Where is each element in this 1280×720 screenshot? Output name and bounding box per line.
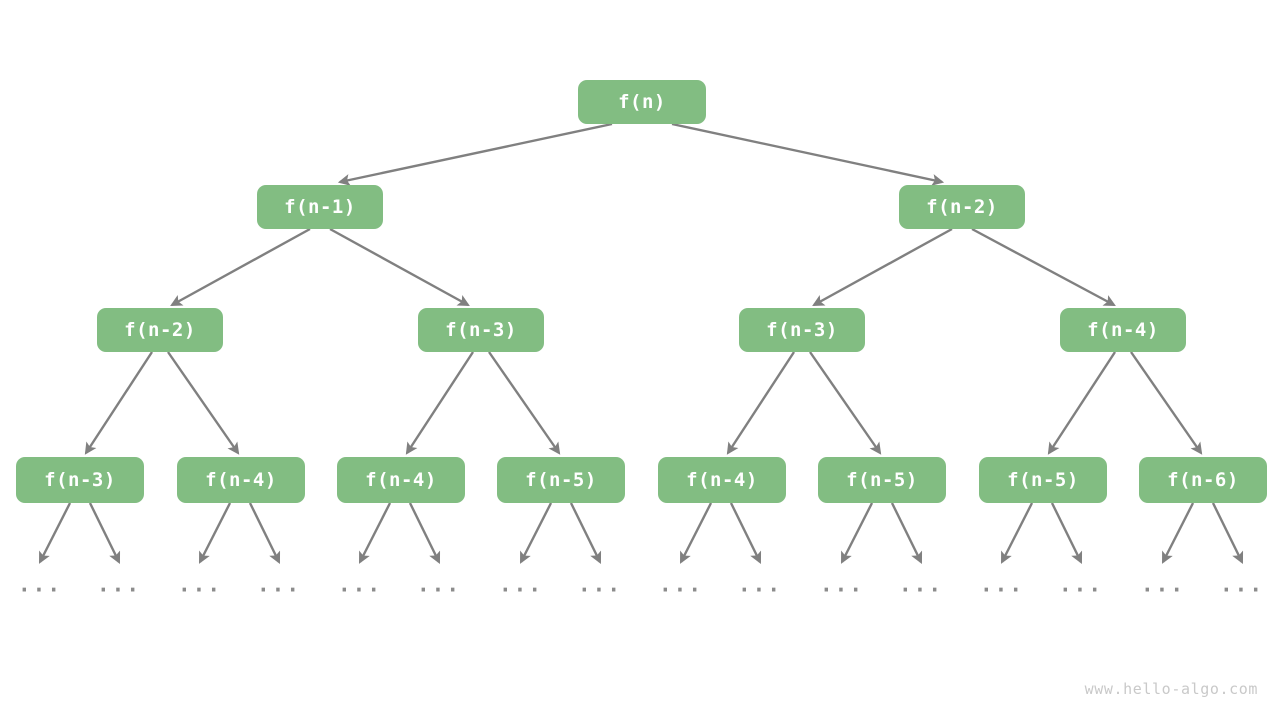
ellipsis-marker: ... xyxy=(178,572,222,597)
ellipsis-marker: ... xyxy=(578,572,622,597)
tree-node-label: f(n-5) xyxy=(846,469,918,491)
tree-edge xyxy=(329,227,470,307)
tree-edge xyxy=(170,227,311,307)
tree-node: f(n-2) xyxy=(899,185,1025,229)
tree-node: f(n-4) xyxy=(337,457,465,503)
tree-node: f(n-5) xyxy=(979,457,1107,503)
tree-edge xyxy=(167,351,240,455)
tree-edge xyxy=(671,122,945,186)
ellipsis-marker: ... xyxy=(257,572,301,597)
ellipsis-marker: ... xyxy=(499,572,543,597)
tree-edge xyxy=(809,351,882,455)
ellipsis-marker: ... xyxy=(820,572,864,597)
tree-edge xyxy=(1050,502,1083,564)
tree-edge xyxy=(84,351,154,455)
tree-node: f(n-5) xyxy=(497,457,625,503)
tree-edge xyxy=(679,502,713,564)
tree-edge xyxy=(337,122,613,186)
tree-edge xyxy=(726,351,796,455)
tree-edge xyxy=(812,227,953,307)
tree-node-label: f(n-3) xyxy=(445,319,517,341)
tree-node-label: f(n-4) xyxy=(205,469,277,491)
ellipsis-marker: ... xyxy=(980,572,1024,597)
tree-edge xyxy=(88,502,121,564)
tree-node: f(n-1) xyxy=(257,185,383,229)
ellipsis-marker: ... xyxy=(899,572,943,597)
tree-node-label: f(n-1) xyxy=(284,196,356,218)
tree-node-label: f(n-4) xyxy=(365,469,437,491)
ellipsis-marker: ... xyxy=(659,572,703,597)
tree-node: f(n) xyxy=(578,80,706,124)
tree-edge xyxy=(971,227,1116,307)
ellipsis-marker: ... xyxy=(338,572,382,597)
ellipsis-marker: ... xyxy=(738,572,782,597)
tree-node: f(n-6) xyxy=(1139,457,1267,503)
tree-edge xyxy=(840,502,874,564)
tree-node: f(n-3) xyxy=(16,457,144,503)
tree-edge xyxy=(408,502,441,564)
tree-node-label: f(n-3) xyxy=(44,469,116,491)
tree-edge xyxy=(1047,351,1117,455)
tree-node-label: f(n-4) xyxy=(1087,319,1159,341)
tree-node: f(n-4) xyxy=(658,457,786,503)
tree-edge xyxy=(38,502,72,564)
tree-edge xyxy=(1000,502,1034,564)
tree-node-label: f(n) xyxy=(618,91,666,113)
tree-node-label: f(n-6) xyxy=(1167,469,1239,491)
tree-edge xyxy=(729,502,762,564)
tree-node: f(n-3) xyxy=(418,308,544,352)
ellipsis-marker: ... xyxy=(1059,572,1103,597)
tree-node-label: f(n-2) xyxy=(926,196,998,218)
ellipsis-marker: ... xyxy=(1220,572,1264,597)
tree-node-label: f(n-2) xyxy=(124,319,196,341)
tree-edge xyxy=(1211,502,1244,564)
tree-edge xyxy=(405,351,475,455)
tree-node: f(n-3) xyxy=(739,308,865,352)
tree-edge xyxy=(519,502,553,564)
tree-edge xyxy=(1161,502,1195,564)
tree-edge xyxy=(890,502,923,564)
tree-node-label: f(n-4) xyxy=(686,469,758,491)
tree-node-label: f(n-5) xyxy=(525,469,597,491)
tree-edge xyxy=(488,351,561,455)
tree-node: f(n-5) xyxy=(818,457,946,503)
tree-node-label: f(n-3) xyxy=(766,319,838,341)
tree-node: f(n-4) xyxy=(177,457,305,503)
tree-edge xyxy=(569,502,602,564)
tree-node: f(n-4) xyxy=(1060,308,1186,352)
tree-edge xyxy=(358,502,392,564)
tree-edge xyxy=(248,502,281,564)
watermark: www.hello-algo.com xyxy=(1084,680,1258,698)
tree-edge xyxy=(198,502,232,564)
tree-edge xyxy=(1130,351,1203,455)
ellipsis-marker: ... xyxy=(417,572,461,597)
ellipsis-marker: ... xyxy=(18,572,62,597)
ellipsis-marker: ... xyxy=(1141,572,1185,597)
ellipsis-marker: ... xyxy=(97,572,141,597)
tree-node-label: f(n-5) xyxy=(1007,469,1079,491)
tree-node: f(n-2) xyxy=(97,308,223,352)
